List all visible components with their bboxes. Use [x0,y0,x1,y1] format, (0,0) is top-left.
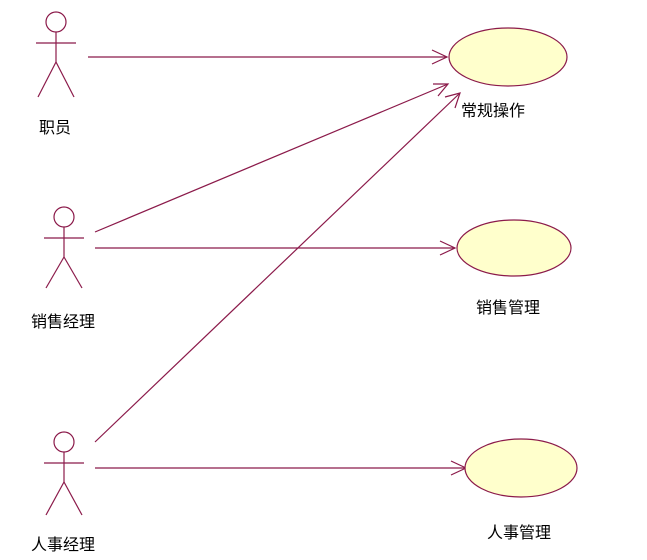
association-hr-manager-hr-mgmt [95,460,468,476]
usecase-hr-mgmt[interactable]: 人事管理 [464,438,578,542]
actor-hr-manager[interactable]: 人事经理 [31,431,95,554]
association-hr-manager-routine-ops [94,92,461,443]
usecase-sales-mgmt[interactable]: 销售管理 [456,219,572,317]
actor-label-hr-manager: 人事经理 [31,535,95,554]
usecase-label-sales-mgmt: 销售管理 [476,298,540,317]
actor-clerk[interactable]: 职员 [36,11,76,137]
actor-label-clerk: 职员 [39,118,71,137]
stick-figure-icon [36,11,76,98]
association-sales-manager-sales-mgmt [95,240,457,256]
association-clerk-routine-ops [88,49,449,65]
actor-sales-manager[interactable]: 销售经理 [31,206,95,331]
stick-figure-icon [44,431,84,516]
stick-figure-icon [44,206,84,289]
associations [88,49,468,476]
actor-label-sales-manager: 销售经理 [31,312,95,331]
usecase-routine-ops[interactable]: 常规操作 [448,27,568,120]
usecase-label-hr-mgmt: 人事管理 [487,523,551,542]
association-sales-manager-routine-ops [94,83,450,233]
usecase-label-routine-ops: 常规操作 [461,101,525,120]
